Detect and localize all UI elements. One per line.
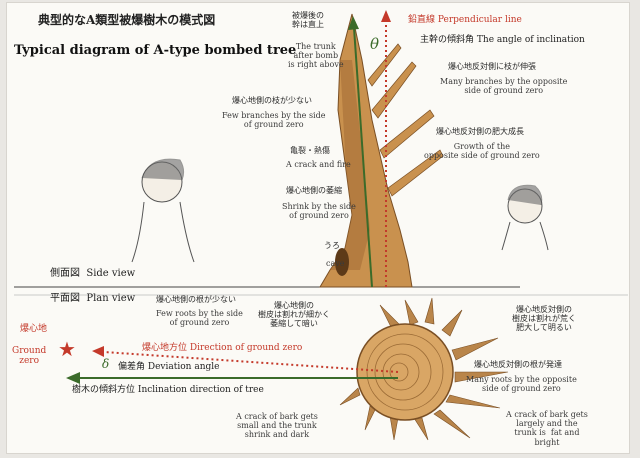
many-roots-ja: 爆心地反対側の根が発達: [474, 360, 562, 369]
few-branches-en: Few branches by the side of ground zero: [222, 111, 326, 130]
branch-3: [387, 149, 444, 197]
crack-large-en: A crack of bark gets largely and the tru…: [506, 410, 588, 447]
child-figure-left: [131, 158, 195, 263]
inclination-en: The angle of inclination: [476, 35, 585, 45]
direction-en: Direction of ground zero: [189, 343, 303, 353]
branch-2: [379, 109, 435, 159]
plan-view-ja: 平面図: [50, 293, 80, 304]
crack-fire-ja: 亀裂・熱傷: [290, 146, 330, 155]
trunk-cave: [335, 248, 349, 276]
ground-zero-en: Ground zero: [12, 346, 47, 367]
incl-dir-en: Inclination direction of tree: [137, 385, 264, 395]
crack-small-en: A crack of bark gets small and the trunk…: [236, 412, 318, 440]
opp-bark-ja: 爆心地反対側の 樹皮は割れが荒く 肥大して明るい: [512, 305, 576, 333]
root-spokes: [339, 297, 509, 441]
trunk-upright-en: The trunk after bomb is right above: [288, 42, 344, 70]
ground-zero-ja: 爆心地: [20, 324, 48, 334]
side-view-en: Side view: [86, 268, 136, 279]
deviation-label: 偏差角 Deviation angle: [118, 362, 219, 372]
many-branches-ja: 爆心地反対側に枝が伸張: [448, 62, 536, 71]
perpendicular-ja: 鉛直線: [408, 15, 436, 25]
trunk-axis-line: [353, 27, 373, 288]
inclination-ja: 主幹の傾斜角: [420, 35, 475, 45]
stump-ring-1: [366, 333, 444, 411]
plan-view-label: 平面図 Plan view: [50, 293, 135, 305]
few-branches-ja: 爆心地側の枝が少ない: [232, 96, 312, 105]
growth-en: Growth of the opposite side of ground ze…: [424, 142, 540, 161]
stump-ring-4: [389, 362, 409, 382]
theta-symbol: θ: [370, 35, 380, 53]
title-japanese: 典型的なA類型被爆樹木の模式図: [38, 13, 216, 27]
plan-view-en: Plan view: [86, 293, 136, 304]
perpendicular-en: Perpendicular line: [437, 15, 522, 25]
child-figure-right: [501, 184, 549, 251]
perpendicular-arrowhead: [381, 10, 391, 22]
delta-symbol: δ: [102, 357, 110, 371]
trunk-axis-arrowhead: [348, 16, 359, 30]
branch-4: [367, 43, 402, 87]
deviation-ja: 偏差角: [118, 362, 146, 372]
stump-ring-2: [374, 343, 432, 401]
many-roots-en: Many roots by the opposite side of groun…: [466, 375, 577, 394]
stump-ring-3: [382, 353, 420, 391]
few-roots-ja: 爆心地側の根が少ない: [156, 295, 236, 304]
direction-ja: 爆心地方位: [142, 343, 188, 353]
growth-ja: 爆心地反対側の肥大成長: [436, 127, 524, 136]
shrink-en: Shrink by the side of ground zero: [282, 202, 356, 221]
trunk-shade: [330, 60, 370, 270]
title-english: Typical diagram of A-type bombed tree: [14, 43, 297, 58]
inclination-label: 主幹の傾斜角 The angle of inclination: [420, 35, 585, 45]
stump-outer: [356, 323, 454, 421]
crack-fire-en: A crack and fire: [286, 160, 351, 169]
branch-1: [371, 61, 417, 119]
cave-en: cave: [326, 259, 345, 268]
trunk-upright-ja: 被爆後の 幹は直上: [292, 11, 324, 30]
direction-label: 爆心地方位 Direction of ground zero: [142, 343, 302, 353]
incl-dir-label: 樹木の傾斜方位 Inclination direction of tree: [72, 385, 264, 395]
bark-thin-ja: 爆心地側の 樹皮は割れが細かく 萎縮して暗い: [258, 301, 330, 329]
shrink-ja: 爆心地側の萎縮: [286, 186, 342, 195]
ground-zero-arrowhead: [92, 346, 104, 357]
ground-zero-star: ★: [58, 337, 76, 361]
incl-dir-ja: 樹木の傾斜方位: [72, 385, 136, 395]
deviation-en: Deviation angle: [147, 362, 220, 372]
side-view-ja: 側面図: [50, 268, 80, 279]
many-branches-en: Many branches by the opposite side of gr…: [440, 77, 568, 96]
side-view-label: 側面図 Side view: [50, 268, 135, 280]
ground-zero-direction-line: [103, 351, 399, 373]
cave-ja: うろ: [324, 241, 340, 250]
inclination-arrowhead: [66, 372, 80, 384]
few-roots-en: Few roots by the side of ground zero: [156, 309, 243, 328]
perpendicular-label: 鉛直線 Perpendicular line: [408, 15, 522, 25]
